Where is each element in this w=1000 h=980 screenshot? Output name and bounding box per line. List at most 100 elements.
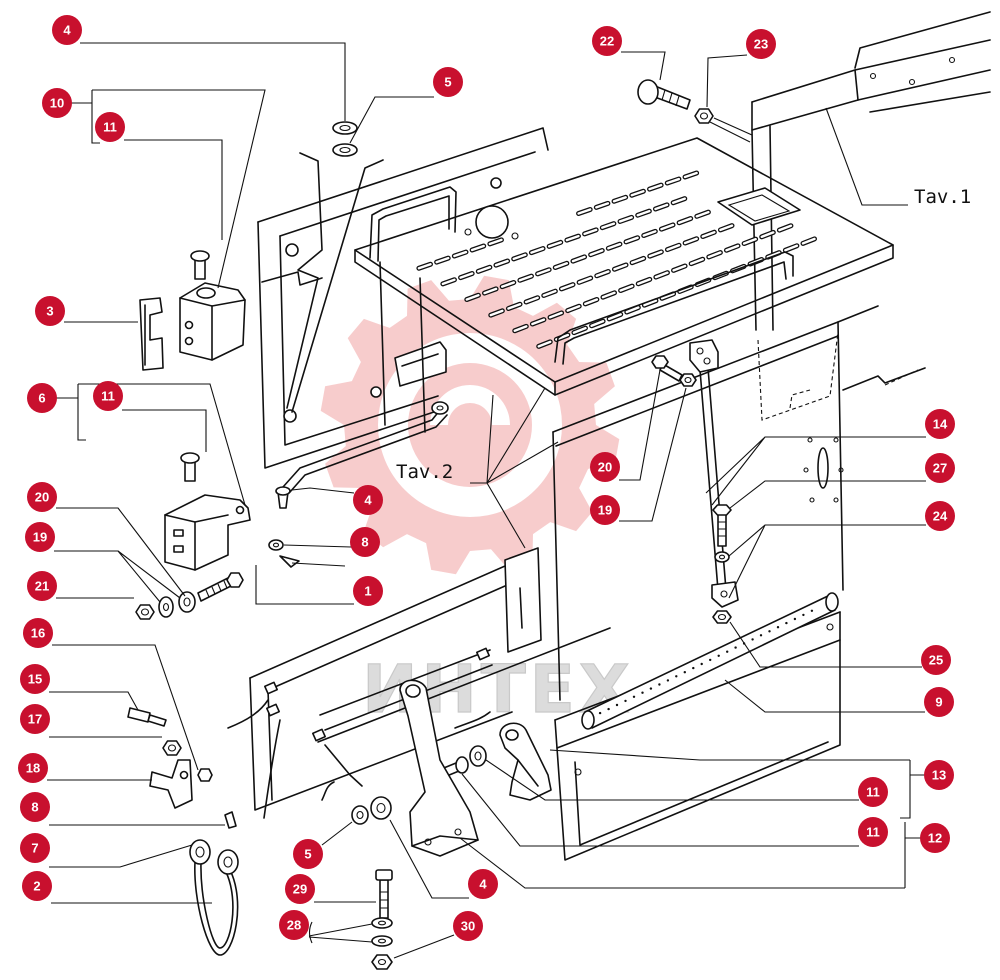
washer-5-bottom — [351, 805, 369, 825]
cabinet-body-part — [552, 431, 561, 701]
vent-slot — [489, 309, 504, 317]
callout-19-part — [590, 495, 620, 525]
leader-lines-part — [291, 487, 355, 494]
callout-18: 18 — [18, 753, 48, 783]
bolt-27-part — [712, 504, 732, 516]
vent-slot — [589, 249, 604, 256]
fitting-4-mid — [275, 486, 291, 509]
nut-19-right-part — [684, 376, 692, 384]
lower-door-panel-part — [519, 587, 523, 629]
bolt-mid-11 — [180, 452, 200, 482]
vent-slot — [465, 294, 480, 301]
bolt-27-part — [717, 513, 727, 547]
vent-slot — [666, 177, 681, 185]
vent-slot — [518, 274, 533, 282]
leader-lines-part — [485, 759, 859, 801]
leader-lines-part — [124, 139, 223, 240]
vent-slot — [560, 283, 575, 291]
callout-28: 28 — [279, 910, 309, 940]
back-panel-part — [285, 243, 299, 257]
callout-20: 20 — [27, 482, 57, 512]
bolt-assembly-19-20-21-part — [135, 604, 155, 620]
callout-3-part — [35, 296, 65, 326]
vent-slot — [547, 241, 562, 248]
callout-10: 10 — [42, 88, 72, 118]
vent-slot — [584, 298, 599, 306]
callout-9: 9 — [924, 687, 954, 717]
hinge-12-part — [454, 828, 462, 836]
top-vent-plate-part — [511, 232, 519, 240]
cable-2-part — [194, 861, 239, 956]
vent-slot — [636, 209, 651, 217]
side-oval-slot — [817, 447, 829, 489]
cabinet-body-part — [807, 437, 813, 443]
callout-number: 30 — [461, 919, 475, 934]
top-round-opening — [475, 205, 509, 239]
callout-number: 8 — [31, 800, 38, 815]
clip-3 — [139, 297, 164, 371]
rail-dot — [717, 654, 720, 657]
washer-top-4-part — [339, 124, 351, 132]
callout-5: 5 — [433, 67, 463, 97]
bolt-22 — [637, 79, 691, 110]
rear-frame-part — [948, 56, 956, 64]
lower-door-panel-part — [324, 744, 363, 787]
rear-frame-part — [869, 72, 877, 80]
callout-8: 8 — [350, 527, 380, 557]
vent-slot — [719, 224, 734, 232]
vent-slot — [630, 257, 645, 264]
callout-number: 8 — [361, 535, 368, 550]
callout-number: 11 — [103, 120, 117, 135]
callout-number: 21 — [35, 579, 49, 594]
vent-slot — [654, 203, 669, 211]
callout-number: 7 — [31, 841, 38, 856]
leader-lines-part — [459, 822, 921, 889]
connecting-rod-part — [289, 414, 448, 493]
leader-lines-part — [80, 42, 346, 121]
cabinet-body-part — [842, 367, 926, 391]
leader-lines-part — [349, 96, 434, 144]
washer-24-part — [714, 551, 730, 563]
bolt-29-part — [380, 891, 388, 909]
nut-30 — [371, 954, 393, 970]
callout-14-part — [925, 409, 955, 439]
cabinet-body-part — [809, 497, 815, 503]
callout-3: 3 — [35, 296, 65, 326]
leader-lines-part — [54, 550, 181, 603]
bolt-assembly-19-20-21-part — [162, 602, 170, 612]
leader-lines-part — [729, 621, 922, 668]
callout-12: 12 — [920, 823, 950, 853]
callout-17: 17 — [20, 704, 50, 734]
leader-lines-part — [49, 691, 139, 711]
callout-number: 12 — [928, 831, 942, 846]
callout-1-part — [353, 576, 383, 606]
lower-box-part — [554, 639, 841, 749]
vent-slot — [565, 234, 580, 242]
callout-29-part — [285, 874, 315, 904]
callout-number: 6 — [38, 391, 45, 406]
callout-19: 19 — [25, 522, 55, 552]
top-vent-plate-part — [562, 261, 787, 365]
vent-slot — [678, 285, 693, 293]
back-panel-part — [401, 353, 439, 367]
vent-slot — [725, 244, 740, 252]
rail-dot — [624, 699, 627, 703]
vent-slot — [683, 237, 698, 245]
callout-6-part — [27, 383, 57, 413]
lower-box-part — [574, 741, 829, 846]
bolt-22-part — [661, 89, 680, 107]
clip-3-part — [139, 297, 164, 371]
vent-slot — [595, 270, 610, 277]
vent-slot — [666, 244, 681, 251]
rail-dot — [709, 658, 712, 662]
rail-dot — [632, 695, 636, 698]
gear-core — [408, 363, 532, 487]
callout-5-part — [433, 67, 463, 97]
washer-top-5-part — [332, 143, 358, 157]
vent-slot — [601, 222, 616, 229]
hinge-12-part — [424, 838, 432, 846]
callout-number: 27 — [933, 461, 947, 476]
vent-slot — [642, 230, 657, 237]
callout-28-part — [279, 910, 309, 940]
lower-box-part — [556, 611, 841, 861]
